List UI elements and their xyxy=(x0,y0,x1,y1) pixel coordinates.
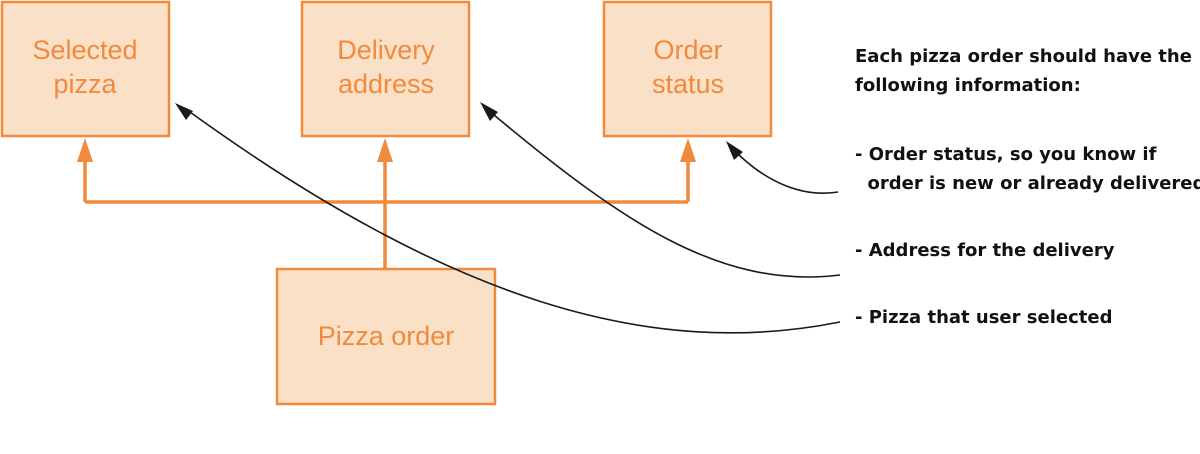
order-status-label-line2: status xyxy=(652,69,724,99)
annotation-arrows xyxy=(175,102,841,334)
address-pointer-head xyxy=(480,102,498,121)
delivery-address-label-line2: address xyxy=(338,69,434,99)
pizza-order-box: Pizza order xyxy=(275,267,497,406)
pizza-pointer-head xyxy=(175,103,193,120)
annotation-header-line1: Each pizza order should have the xyxy=(855,46,1192,67)
selected-pizza-label-line1: Selected xyxy=(32,35,137,65)
order-status-note-line2: order is new or already delivered xyxy=(855,173,1200,194)
pizza-note: - Pizza that user selected xyxy=(855,307,1112,328)
order-status-box: Order status xyxy=(602,0,773,138)
connector-tree xyxy=(77,138,696,268)
annotation-header-line2: following information: xyxy=(855,75,1081,96)
order-status-pointer-head xyxy=(726,141,743,160)
order-status-pointer-line xyxy=(737,153,839,194)
selected-pizza-box: Selected pizza xyxy=(0,0,171,138)
address-note: - Address for the delivery xyxy=(855,240,1115,261)
arrowhead-delivery-address xyxy=(377,138,393,162)
arrowhead-selected-pizza xyxy=(77,138,93,162)
selected-pizza-label-line2: pizza xyxy=(53,69,117,99)
delivery-address-box: Delivery address xyxy=(300,0,471,138)
address-pointer-line xyxy=(493,114,841,278)
pizza-pointer-line xyxy=(189,111,841,334)
annotation-text: Each pizza order should have the followi… xyxy=(855,46,1200,328)
order-status-note-line1: - Order status, so you know if xyxy=(855,144,1157,165)
arrowhead-order-status xyxy=(680,138,696,162)
pizza-order-label: Pizza order xyxy=(318,321,455,351)
delivery-address-label-line1: Delivery xyxy=(337,35,435,65)
order-status-label-line1: Order xyxy=(653,35,722,65)
